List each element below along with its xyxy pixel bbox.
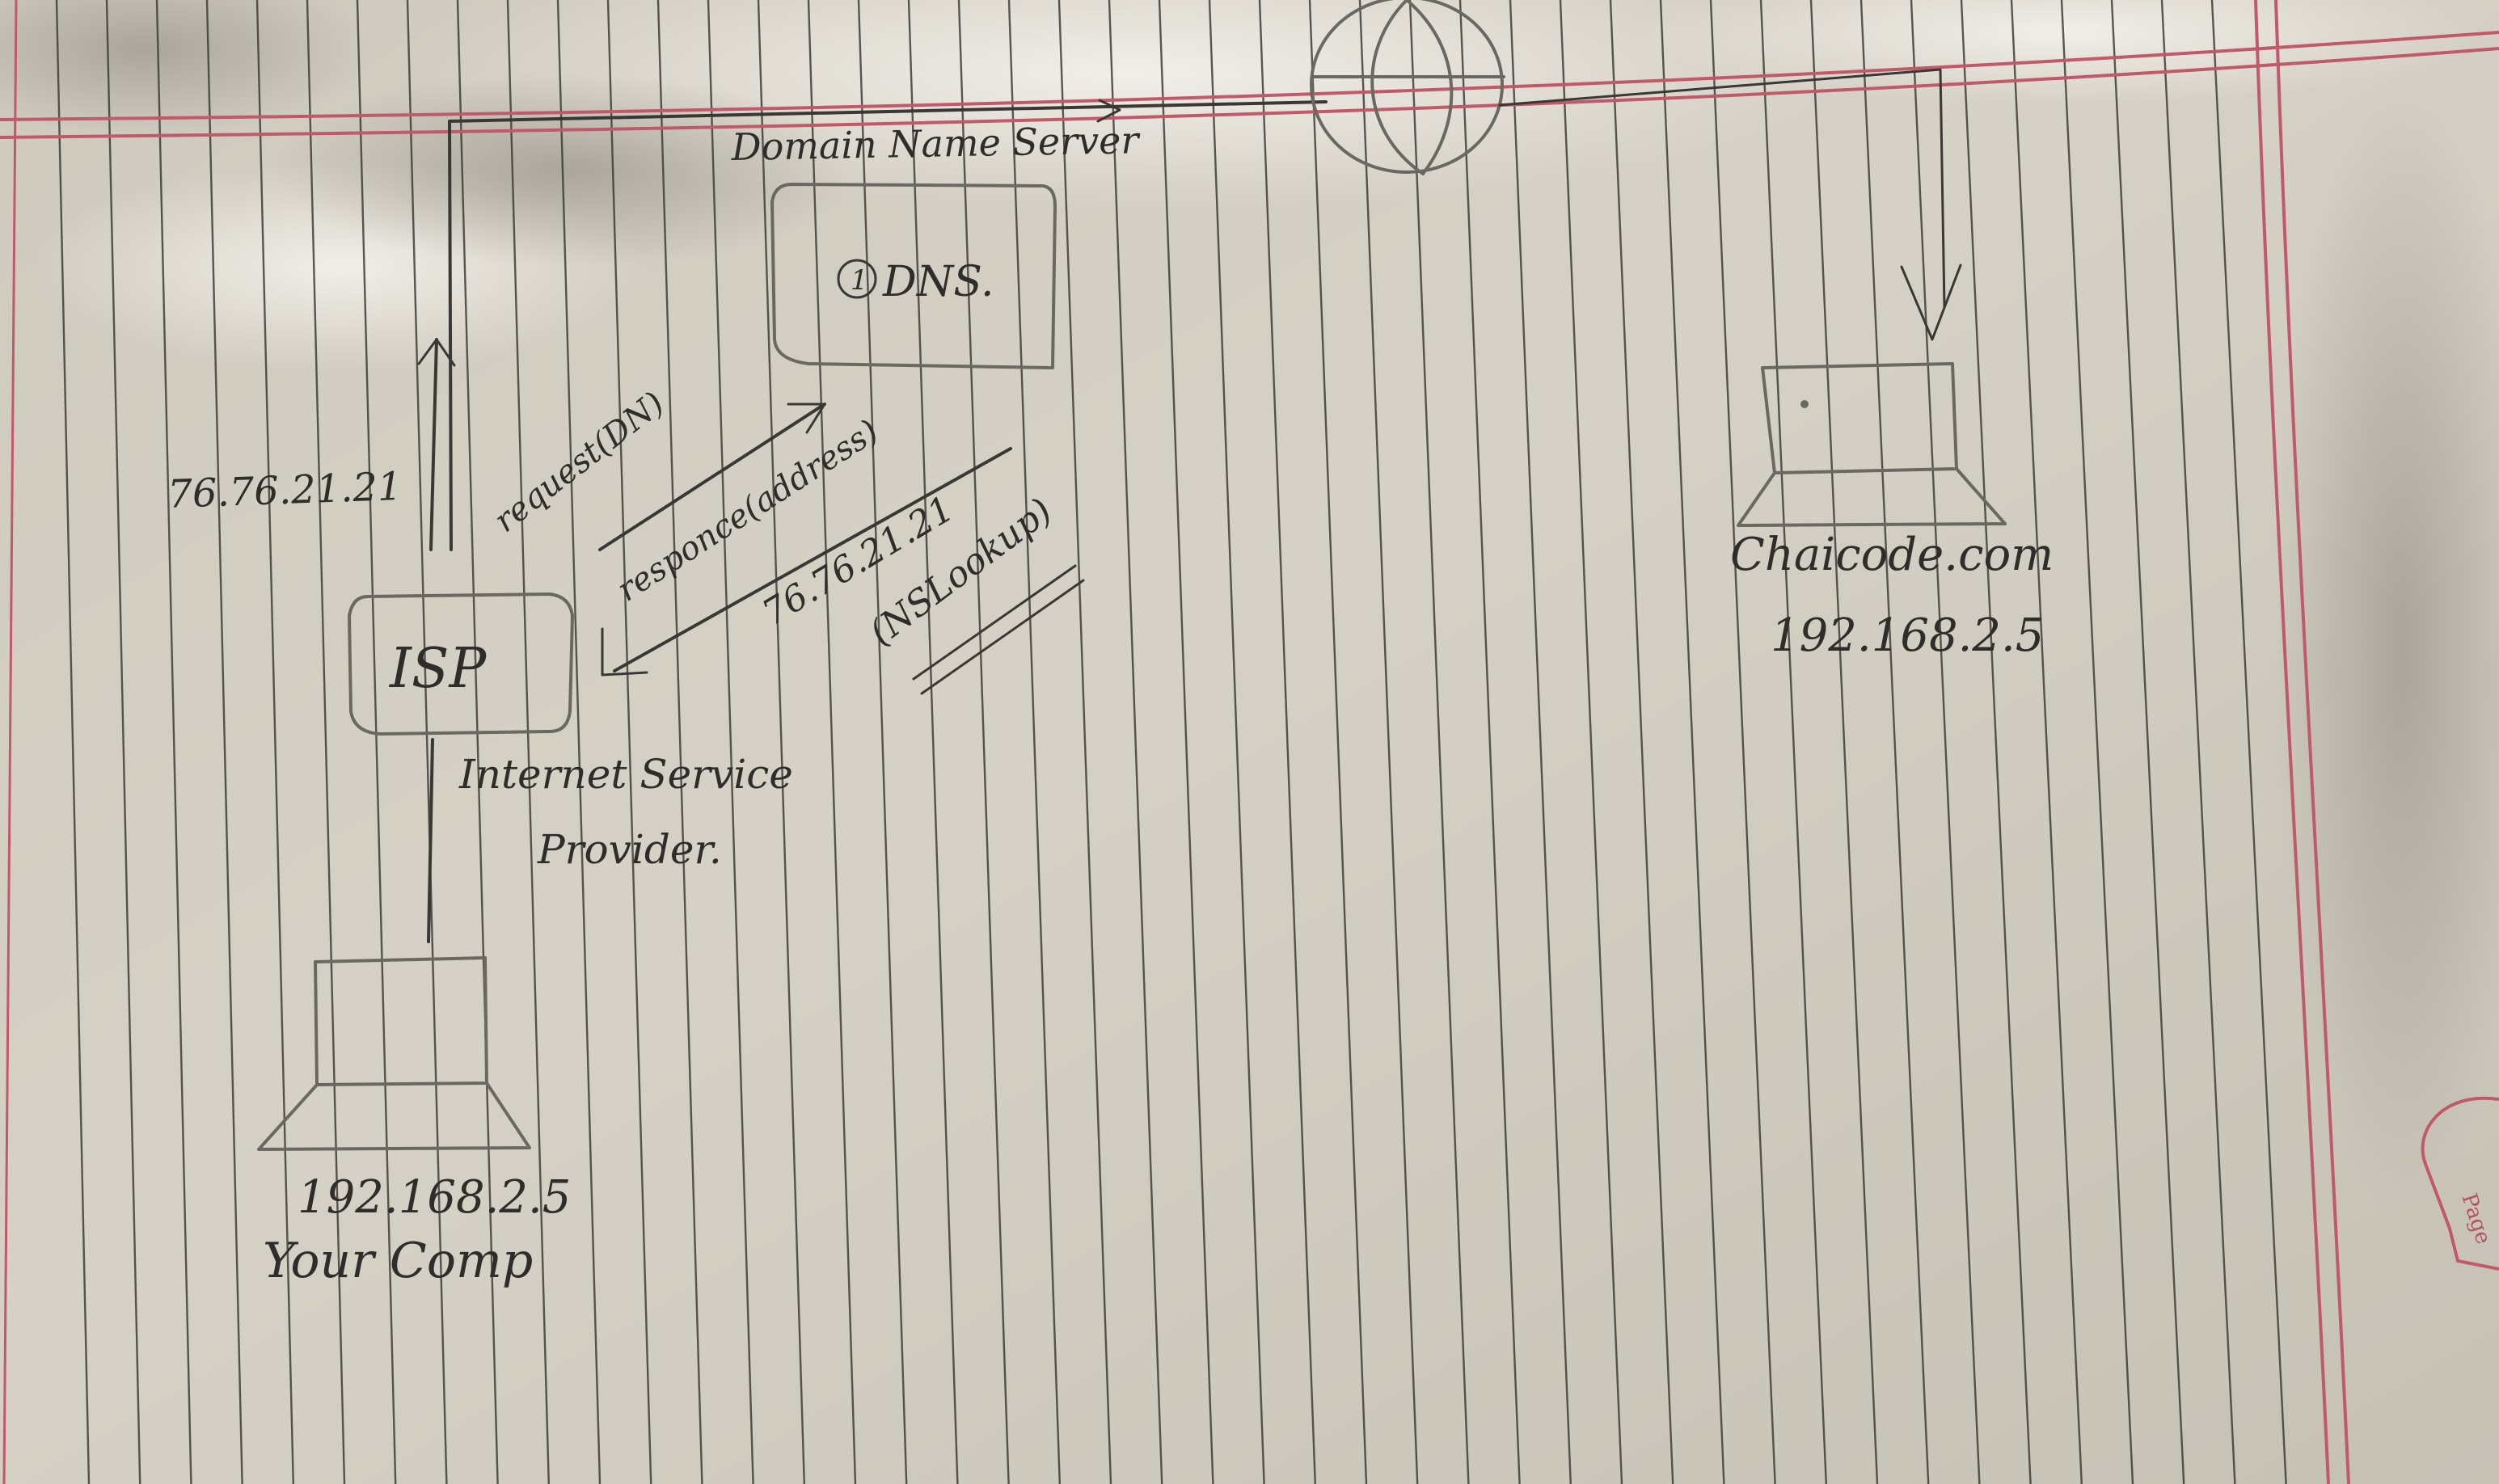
route-arrow-down: [1900, 263, 1962, 341]
ruled-line: [1659, 0, 1725, 1484]
ruled-line: [957, 0, 1010, 1484]
route-line-right: [1498, 68, 1946, 309]
server-computer-icon: [1737, 362, 2007, 527]
dns-badge-circle: [837, 259, 877, 299]
ruled-line: [205, 0, 243, 1484]
ruled-line: [656, 0, 703, 1484]
ruled-line: [1609, 0, 1674, 1484]
ruled-line: [1158, 0, 1214, 1484]
isp-box: ISP: [348, 592, 574, 736]
ruled-line: [105, 0, 141, 1484]
dns-box-label: DNS.: [882, 258, 994, 306]
ruled-line: [1108, 0, 1163, 1484]
ruled-line: [1458, 0, 1521, 1484]
ruled-line: [1057, 0, 1112, 1484]
ruled-line: [807, 0, 857, 1484]
ip-to-dns: 76.76.21.21: [167, 464, 403, 517]
computer-icon: [257, 956, 531, 1151]
ruled-line: [1910, 0, 1981, 1484]
ruled-line: [1709, 0, 1776, 1484]
ruled-lines: [55, 0, 2287, 1484]
ruled-line: [406, 0, 448, 1484]
ruled-line: [1208, 0, 1265, 1484]
ruled-line: [506, 0, 550, 1484]
server-name: Chaicode.com: [1730, 529, 2054, 581]
ruled-line: [907, 0, 959, 1484]
ruled-line: [1759, 0, 1827, 1484]
ruled-line: [707, 0, 754, 1484]
ruled-line: [556, 0, 602, 1484]
request-arrow-head: [787, 403, 826, 434]
ruled-line: [2010, 0, 2083, 1484]
ruled-line: [1509, 0, 1572, 1484]
ruled-line: [2060, 0, 2134, 1484]
isp-caption-line2: Provider.: [537, 826, 722, 873]
isp-box-label: ISP: [388, 637, 487, 701]
up-arrow-head: [417, 338, 456, 367]
lookup-underline-1: [912, 564, 1077, 681]
isp-to-comp-line: [427, 738, 434, 943]
ruled-line: [2210, 0, 2287, 1484]
ruled-line: [1809, 0, 1879, 1484]
ruled-line: [1308, 0, 1368, 1484]
ruled-line: [606, 0, 652, 1484]
ruled-line: [1258, 0, 1316, 1484]
up-arrow-line: [429, 338, 438, 551]
your-comp-ip: 192.168.2.5: [298, 1171, 571, 1224]
route-arrow-head: [1096, 99, 1121, 123]
dns-box: 1 DNS.: [770, 183, 1057, 369]
ruled-line: [757, 0, 805, 1484]
ruled-line: [1559, 0, 1623, 1484]
response-arrow-head: [601, 627, 648, 677]
ruled-line: [155, 0, 192, 1484]
ruled-line: [2110, 0, 2185, 1484]
globe-icon: [1310, 0, 1505, 175]
ruled-line: [2160, 0, 2236, 1484]
ruled-line: [1408, 0, 1470, 1484]
request-arrow: [598, 403, 826, 551]
your-comp-label: Your Comp: [263, 1233, 533, 1289]
ruled-line: [1358, 0, 1419, 1484]
lookup-underline-2: [920, 579, 1085, 695]
route-line-top: [448, 100, 1328, 551]
response-arrow: [613, 447, 1012, 672]
isp-caption-line1: Internet Service: [458, 751, 793, 798]
ruled-line: [55, 0, 91, 1484]
ruled-line: [306, 0, 346, 1484]
server-ip: 192.168.2.5: [1771, 609, 2044, 662]
ruled-line: [356, 0, 397, 1484]
ruled-line: [1007, 0, 1061, 1484]
ruled-line: [857, 0, 908, 1484]
ruled-line: [255, 0, 294, 1484]
ruled-line: [1960, 0, 2032, 1484]
ruled-line: [456, 0, 499, 1484]
dns-badge: 1: [851, 264, 868, 297]
ruled-line: [1859, 0, 1930, 1484]
dns-title: Domain Name Server: [730, 118, 1142, 169]
